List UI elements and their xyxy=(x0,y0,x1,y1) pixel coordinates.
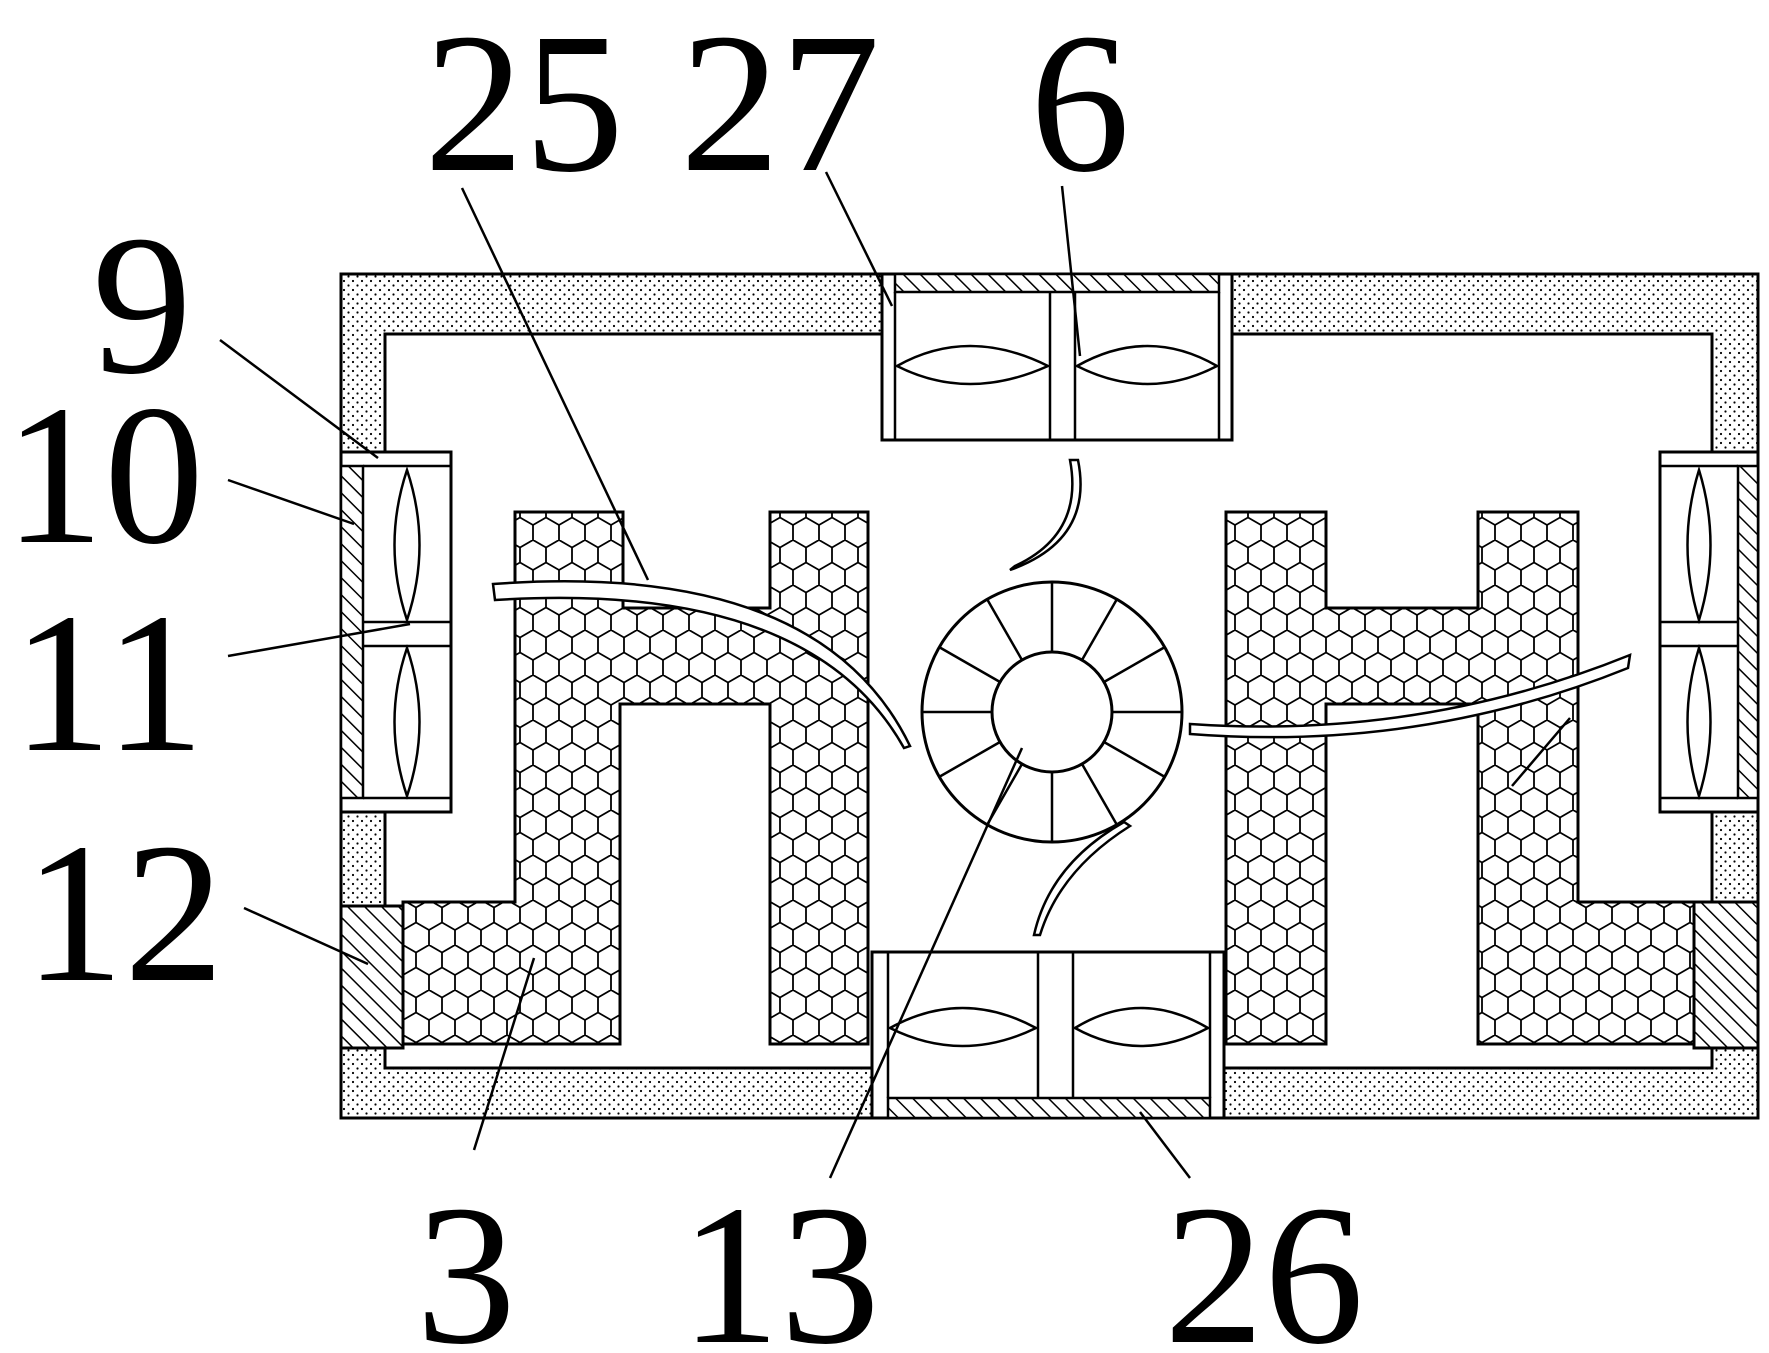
left-honeycomb-body xyxy=(401,510,870,1046)
label-13: 13 xyxy=(680,1165,880,1353)
label-25: 25 xyxy=(424,0,624,214)
label-12: 12 xyxy=(24,803,224,1024)
right-honeycomb-body xyxy=(1224,510,1696,1046)
label-3: 3 xyxy=(416,1165,516,1353)
bottom-fan-module xyxy=(870,950,1226,1120)
label-6: 6 xyxy=(1030,0,1130,214)
label-10: 10 xyxy=(4,365,204,586)
reference-labels: 25 27 6 9 10 11 12 3 13 26 xyxy=(4,0,1364,1353)
label-27: 27 xyxy=(680,0,880,214)
label-11: 11 xyxy=(12,573,205,794)
label-26: 26 xyxy=(1164,1165,1364,1353)
guide-vanes xyxy=(1009,458,1133,937)
curved-pipes xyxy=(491,580,1632,750)
label-9: 9 xyxy=(92,195,192,416)
leader-lines xyxy=(219,171,1571,1179)
right-fan-module xyxy=(1658,450,1760,814)
rotary-wheel xyxy=(920,580,1184,844)
top-fan-module xyxy=(880,272,1234,442)
